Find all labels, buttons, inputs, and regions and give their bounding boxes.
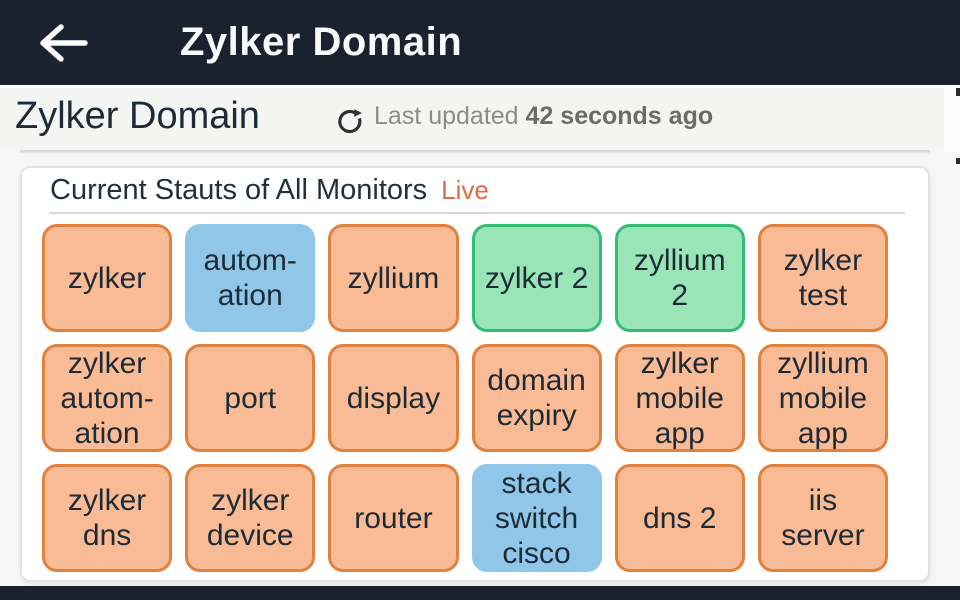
divider	[20, 150, 930, 152]
monitor-tile[interactable]: stack switch cisco	[471, 464, 602, 572]
top-app-bar: Zylker Domain	[0, 0, 960, 85]
monitor-tile[interactable]: zyllium 2	[614, 224, 745, 332]
scrollbar-artifact	[956, 158, 960, 164]
monitor-label: zyllium	[347, 261, 440, 295]
divider	[49, 212, 905, 214]
monitor-label: zylker mobile app	[635, 346, 724, 450]
monitor-grid: zylker autom- ation zyllium zylker 2 zyllium…	[42, 224, 888, 572]
monitor-label: zyllium mobile app	[777, 346, 869, 450]
monitor-label: stack switch cisco	[494, 466, 579, 570]
monitor-tile[interactable]: zylker device	[185, 464, 316, 572]
monitor-label: zylker device	[206, 484, 294, 552]
monitor-tile[interactable]: iis server	[757, 464, 888, 572]
monitor-label: autom- ation	[203, 244, 297, 312]
monitor-label: port	[224, 381, 277, 415]
monitor-tile[interactable]: domain expiry	[471, 344, 602, 452]
last-updated-prefix: Last updated	[374, 102, 519, 130]
monitor-tile[interactable]: zyllium	[328, 224, 459, 332]
monitor-label: router	[354, 501, 433, 535]
monitor-label: domain expiry	[487, 364, 586, 432]
card-title: Current Stauts of All Monitors	[50, 174, 428, 206]
monitor-tile[interactable]: zyllium mobile app	[757, 344, 888, 452]
card-header: Current Stauts of All Monitors Live	[50, 174, 489, 207]
sub-header: Zylker Domain Last updated 42 seconds ag…	[0, 88, 960, 150]
monitor-label: zylker	[67, 261, 147, 295]
back-button[interactable]	[34, 20, 92, 66]
back-arrow-icon	[35, 21, 91, 65]
monitor-tile[interactable]: zylker autom- ation	[42, 344, 173, 452]
refresh-icon[interactable]	[334, 105, 364, 135]
monitor-tile[interactable]: display	[328, 344, 459, 452]
live-badge: Live	[441, 175, 489, 205]
monitor-label: zyllium 2	[633, 244, 726, 312]
monitor-tile[interactable]: router	[328, 464, 459, 572]
monitor-tile[interactable]: port	[185, 344, 316, 452]
monitor-tile[interactable]: autom- ation	[185, 224, 316, 332]
divider	[0, 85, 960, 88]
monitor-tile[interactable]: dns 2	[614, 464, 745, 572]
monitor-tile[interactable]: zylker dns	[42, 464, 173, 572]
monitor-label: iis server	[781, 484, 865, 552]
monitor-label: zylker test	[783, 244, 863, 312]
monitor-label: zylker autom- ation	[60, 346, 154, 450]
monitor-tile[interactable]: zylker 2	[471, 224, 602, 332]
last-updated-value: 42 seconds ago	[525, 102, 714, 130]
scrollbar-artifact	[956, 88, 960, 96]
monitors-status-card: Current Stauts of All Monitors Live zylk…	[20, 166, 930, 582]
bottom-bar	[0, 586, 960, 600]
monitor-label: zylker 2	[484, 261, 589, 295]
monitor-tile[interactable]: zylker mobile app	[614, 344, 745, 452]
monitor-tile[interactable]: zylker	[42, 224, 173, 332]
scrollbar-track[interactable]	[944, 88, 960, 152]
monitor-label: display	[346, 381, 441, 415]
monitor-label: zylker dns	[67, 484, 147, 552]
last-updated-text: Last updated 42 seconds ago	[374, 102, 713, 131]
monitor-tile[interactable]: zylker test	[757, 224, 888, 332]
monitor-label: dns 2	[643, 501, 717, 535]
app-bar-title: Zylker Domain	[180, 20, 463, 64]
page-title: Zylker Domain	[15, 95, 260, 137]
